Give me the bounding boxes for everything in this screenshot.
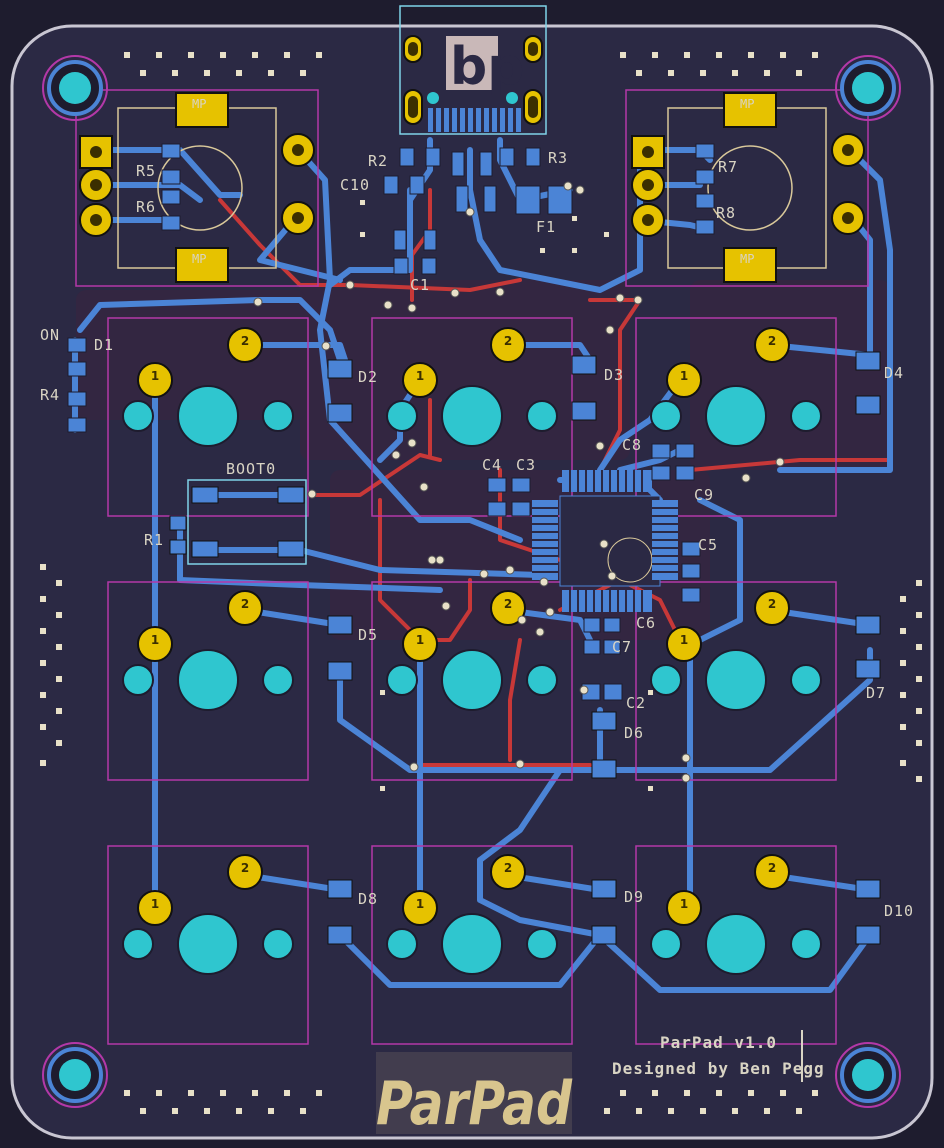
label-C6: C6 bbox=[636, 614, 656, 632]
label-R7: R7 bbox=[718, 158, 738, 176]
status-led-area bbox=[67, 337, 87, 433]
encoder-mounting-pads: MP MP MP MP bbox=[175, 92, 777, 283]
label-D1: D1 bbox=[94, 336, 114, 354]
mp-label-1: MP bbox=[192, 97, 206, 111]
mounting-holes bbox=[42, 55, 901, 1108]
label-R2: R2 bbox=[368, 152, 388, 170]
label-D2: D2 bbox=[358, 368, 378, 386]
label-C2: C2 bbox=[626, 694, 646, 712]
switch-pads bbox=[122, 385, 822, 975]
signal-vias bbox=[253, 181, 785, 783]
credit-version: ParPad v1.0 bbox=[660, 1033, 777, 1052]
usb-connector: bp bbox=[403, 35, 543, 132]
label-R6: R6 bbox=[136, 198, 156, 216]
svg-text:2: 2 bbox=[241, 861, 249, 875]
silkscreen-labels: R2 R3 C10 F1 C1 R5 R6 R7 R8 D1 R4 ON BOO… bbox=[40, 149, 914, 920]
svg-text:2: 2 bbox=[241, 597, 249, 611]
label-R3: R3 bbox=[548, 149, 568, 167]
svg-text:1: 1 bbox=[151, 369, 159, 383]
label-C5: C5 bbox=[698, 536, 718, 554]
label-D3: D3 bbox=[604, 366, 624, 384]
label-D7: D7 bbox=[866, 684, 886, 702]
encoder-pin-holes bbox=[90, 144, 854, 226]
usb-logo: bp bbox=[450, 37, 524, 97]
mounting-hole-bottom-left bbox=[42, 1042, 108, 1108]
svg-text:1: 1 bbox=[416, 897, 424, 911]
mp-label-2: MP bbox=[192, 252, 206, 266]
label-D10: D10 bbox=[884, 902, 914, 920]
svg-text:2: 2 bbox=[504, 597, 512, 611]
label-BOOT0: BOOT0 bbox=[226, 460, 276, 478]
label-R5: R5 bbox=[136, 162, 156, 180]
svg-text:1: 1 bbox=[151, 633, 159, 647]
label-C3: C3 bbox=[516, 456, 536, 474]
parpad-logo: ParPad bbox=[376, 1052, 573, 1139]
label-C9: C9 bbox=[694, 486, 714, 504]
stitching-vias bbox=[40, 52, 922, 1114]
mcu-capacitors bbox=[487, 443, 701, 701]
svg-text:1: 1 bbox=[680, 897, 688, 911]
svg-text:2: 2 bbox=[241, 334, 249, 348]
svg-text:1: 1 bbox=[680, 633, 688, 647]
usb-passives bbox=[161, 143, 715, 275]
mounting-hole-bottom-right bbox=[835, 1042, 901, 1108]
label-D9: D9 bbox=[624, 888, 644, 906]
svg-text:2: 2 bbox=[504, 861, 512, 875]
switch-pin-numbers: 1 2 1 2 1 2 1 2 1 2 1 2 1 2 1 2 1 2 bbox=[151, 334, 776, 911]
svg-text:1: 1 bbox=[416, 369, 424, 383]
mounting-hole-top-right bbox=[835, 55, 901, 121]
svg-text:2: 2 bbox=[768, 334, 776, 348]
boot0-button bbox=[169, 479, 307, 565]
svg-text:1: 1 bbox=[680, 369, 688, 383]
svg-text:1: 1 bbox=[151, 897, 159, 911]
switch-pins bbox=[137, 327, 790, 926]
credit-designer: Designed by Ben Pegg bbox=[612, 1059, 825, 1078]
svg-text:1: 1 bbox=[416, 633, 424, 647]
switch-diodes bbox=[327, 351, 881, 945]
label-D5: D5 bbox=[358, 626, 378, 644]
label-C1: C1 bbox=[410, 276, 430, 294]
label-F1: F1 bbox=[536, 218, 556, 236]
label-C7: C7 bbox=[612, 638, 632, 656]
label-C8: C8 bbox=[622, 436, 642, 454]
parpad-logo-text: ParPad bbox=[376, 1069, 573, 1139]
label-D8: D8 bbox=[358, 890, 378, 908]
label-ON: ON bbox=[40, 326, 60, 344]
label-D6: D6 bbox=[624, 724, 644, 742]
label-C10: C10 bbox=[340, 176, 370, 194]
svg-text:2: 2 bbox=[768, 597, 776, 611]
mcu-chip bbox=[532, 470, 678, 612]
mp-label-3: MP bbox=[740, 97, 754, 111]
label-R1: R1 bbox=[144, 531, 164, 549]
svg-text:2: 2 bbox=[504, 334, 512, 348]
label-R4: R4 bbox=[40, 386, 60, 404]
switch-courtyards bbox=[75, 5, 869, 1045]
label-D4: D4 bbox=[884, 364, 904, 382]
label-C4: C4 bbox=[482, 456, 502, 474]
svg-text:2: 2 bbox=[768, 861, 776, 875]
credit-block: ParPad v1.0 Designed by Ben Pegg bbox=[612, 1030, 825, 1082]
label-R8: R8 bbox=[716, 204, 736, 222]
mp-label-4: MP bbox=[740, 252, 754, 266]
mounting-hole-top-left bbox=[42, 55, 108, 121]
